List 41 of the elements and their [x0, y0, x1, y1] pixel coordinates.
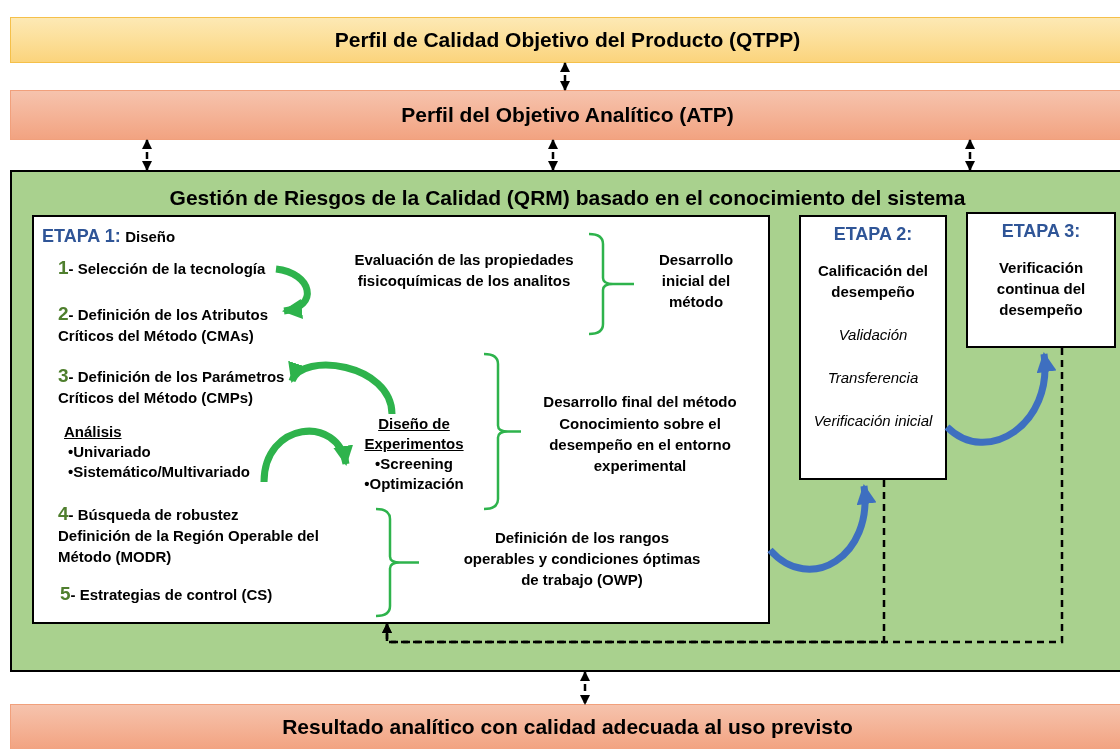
step-text: 5- Estrategias de control (CS) — [60, 583, 350, 609]
annotation-text: Desarrollo inicial del método — [657, 250, 735, 312]
bullet-list: Diseño de Experimentos •Screening •Optimización — [346, 414, 482, 504]
stage-box — [32, 215, 770, 624]
stage-heading: ETAPA 3: — [1001, 220, 1081, 243]
stage-box — [966, 212, 1116, 348]
panel — [10, 170, 1120, 672]
curved-arrow — [260, 427, 351, 483]
curved-arrow — [289, 360, 396, 415]
dashed-arrow — [965, 139, 975, 171]
annotation-text: Evaluación de las propiedades fisicoquímicas de los analitos — [353, 250, 575, 291]
step-text: 1- Selección de la tecnología — [58, 257, 276, 281]
stage-title: Verificación continua del desempeño — [995, 258, 1087, 320]
stage-item: Validación — [838, 325, 908, 345]
stage-box — [799, 215, 947, 480]
step-text: 2- Definición de los Atributos Críticos del Método (CMAs) — [58, 303, 284, 353]
annotation-text: Desarrollo final del método — [542, 392, 738, 412]
step-text: 4- Búsqueda de robustez Definición de la Región Operable del Método (MODR) — [58, 503, 363, 573]
dashed-arrow — [142, 139, 152, 171]
stage-heading: ETAPA 1: Diseño — [42, 225, 176, 248]
header-band — [10, 704, 1120, 749]
stage-title: Calificación del desempeño — [816, 261, 929, 302]
header-band — [10, 90, 1120, 140]
bullet-list: Análisis •Univariado •Sistemático/Multivariado — [64, 422, 264, 492]
dashed-arrow — [580, 671, 590, 705]
band-title: Perfil del Objetivo Analítico (ATP) — [401, 102, 734, 129]
header-band — [10, 17, 1120, 63]
curved-arrow — [767, 484, 876, 573]
annotation-text: Definición de los rangos operables y condiciones óptimas de trabajo (OWP) — [462, 528, 702, 590]
stage-item: Transferencia — [827, 368, 919, 388]
dashed-arrow — [382, 348, 1064, 644]
band-title: Perfil de Calidad Objetivo del Producto (QTPP) — [334, 27, 801, 54]
dashed-arrow — [548, 139, 558, 171]
band-title: Resultado analítico con calidad adecuada al uso previsto — [282, 714, 853, 741]
stage-item: Verificación inicial — [813, 411, 933, 431]
stage-heading: ETAPA 2: — [833, 223, 913, 246]
annotation-text: Conocimiento sobre el desempeño en el entorno experimental — [548, 414, 732, 476]
step-text: 3- Definición de los Parámetros Críticos del Método (CMPs) — [58, 365, 292, 415]
curved-arrow — [944, 352, 1055, 446]
panel-title: Gestión de Riesgos de la Calidad (QRM) basado en el conocimiento del sistema — [168, 185, 967, 211]
dashed-arrow — [560, 62, 570, 91]
